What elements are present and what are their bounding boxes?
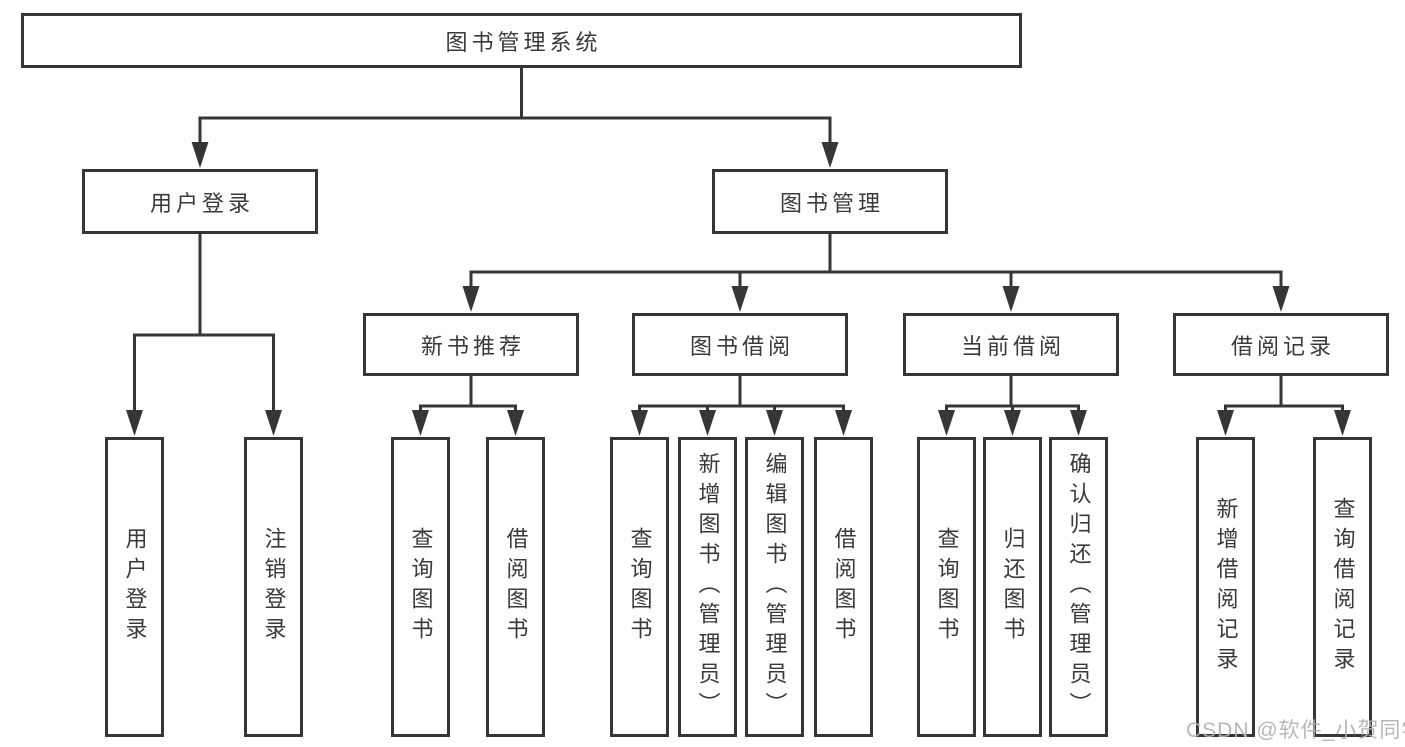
node-new-book-recommend: 新书推荐 [363, 313, 579, 376]
node-leaf-query-borrow-record: 查询借阅记录 [1313, 437, 1372, 737]
node-label: 图书管理 [779, 190, 884, 216]
node-label: 查询图书 [627, 527, 653, 647]
node-label: 用户登录 [149, 190, 254, 216]
arrow-down-icon [1217, 410, 1234, 436]
node-label: 新增借阅记录 [1213, 497, 1239, 677]
arrow-down-icon [699, 410, 716, 436]
node-leaf-query-books-current: 查询图书 [917, 437, 976, 737]
node-leaf-add-borrow-record: 新增借阅记录 [1196, 437, 1255, 737]
arrow-down-icon [835, 410, 852, 436]
arrow-down-icon [1272, 286, 1290, 312]
arrow-down-icon [191, 142, 209, 168]
node-book-management: 图书管理 [712, 169, 948, 234]
node-library-management-system: 图书管理系统 [21, 13, 1022, 68]
node-label: 借阅图书 [503, 527, 529, 647]
node-label: 注销登录 [261, 527, 287, 647]
arrow-down-icon [1004, 410, 1021, 436]
arrow-down-icon [631, 410, 648, 436]
node-label: 确认归还（管理员） [1066, 452, 1092, 722]
connector-edges [133, 67, 1344, 412]
node-leaf-user-login: 用户登录 [105, 437, 164, 737]
node-label: 编辑图书（管理员） [762, 452, 788, 722]
node-user-login: 用户登录 [82, 169, 318, 234]
node-leaf-borrow-books-borrow: 借阅图书 [814, 437, 873, 737]
csdn-watermark: CSDN @软件_小贺同学 [1186, 719, 1405, 742]
arrow-down-icon [1002, 286, 1020, 312]
node-leaf-logout: 注销登录 [244, 437, 303, 737]
arrow-down-icon [821, 142, 839, 168]
node-label: 归还图书 [1000, 527, 1026, 647]
node-label: 图书借阅 [689, 333, 794, 359]
node-leaf-edit-book-admin: 编辑图书（管理员） [745, 437, 804, 737]
node-current-borrow: 当前借阅 [903, 313, 1119, 376]
arrow-down-icon [731, 286, 749, 312]
node-book-borrow: 图书借阅 [632, 313, 848, 376]
node-leaf-confirm-return-admin: 确认归还（管理员） [1049, 437, 1108, 737]
arrow-down-icon [938, 410, 955, 436]
node-leaf-query-books-borrow: 查询图书 [610, 437, 669, 737]
node-label: 查询图书 [934, 527, 960, 647]
node-label: 新书推荐 [420, 333, 525, 359]
node-leaf-borrow-books-recommend: 借阅图书 [486, 437, 545, 737]
node-label: 借阅记录 [1230, 333, 1335, 359]
node-label: 查询借阅记录 [1330, 497, 1356, 677]
arrow-down-icon [412, 410, 429, 436]
node-leaf-add-book-admin: 新增图书（管理员） [678, 437, 737, 737]
arrow-down-icon [462, 286, 480, 312]
node-label: 当前借阅 [960, 333, 1065, 359]
node-leaf-return-book: 归还图书 [983, 437, 1042, 737]
arrow-down-icon [1070, 410, 1087, 436]
arrow-down-icon [265, 410, 282, 436]
node-borrow-records: 借阅记录 [1173, 313, 1389, 376]
arrow-down-icon [126, 410, 143, 436]
node-label: 用户登录 [122, 527, 148, 647]
arrow-down-icon [507, 410, 524, 436]
node-leaf-query-books-recommend: 查询图书 [391, 437, 450, 737]
node-label: 查询图书 [408, 527, 434, 647]
node-label: 新增图书（管理员） [695, 452, 721, 722]
node-label: 借阅图书 [831, 527, 857, 647]
arrowhead-icons [126, 142, 1351, 436]
node-label: 图书管理系统 [445, 29, 602, 55]
arrow-down-icon [1334, 410, 1351, 436]
arrow-down-icon [766, 410, 783, 436]
